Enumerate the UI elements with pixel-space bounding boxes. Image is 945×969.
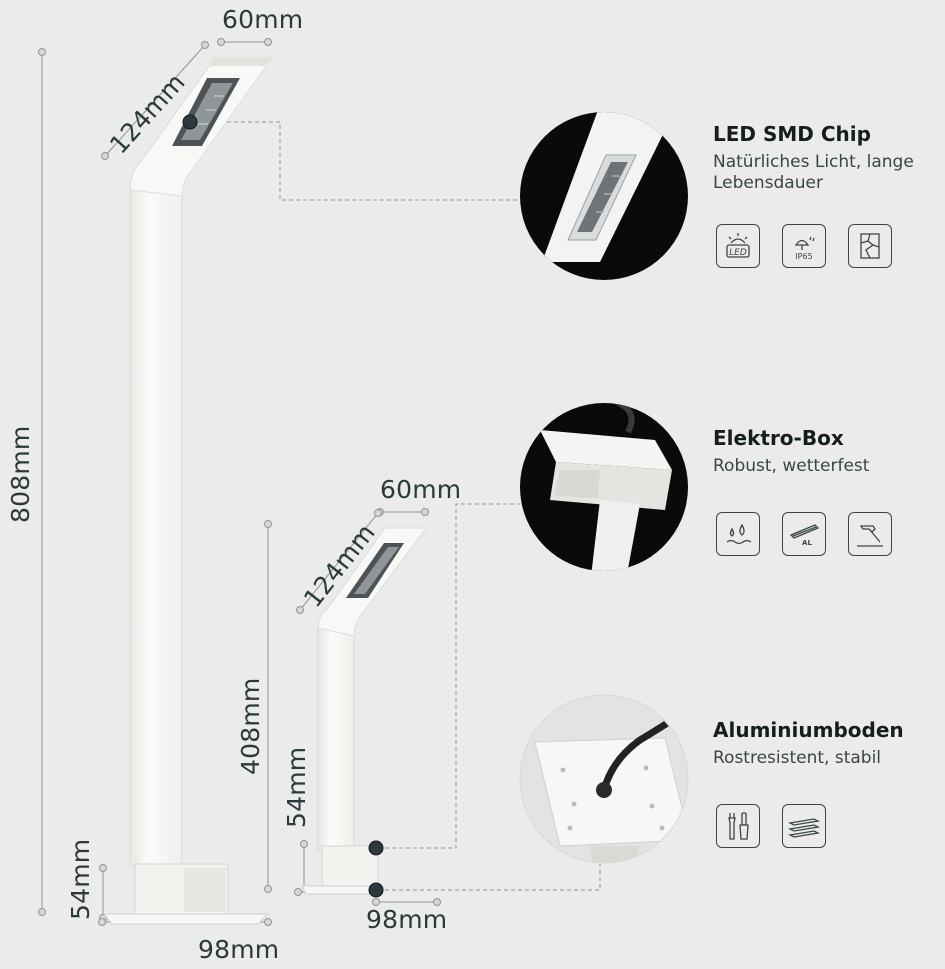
hammer-icon (848, 512, 892, 556)
short-base-width-label: 98mm (366, 905, 448, 934)
feature-led: LED SMD Chip Natürliches Licht, lange Le… (713, 122, 914, 194)
tall-lamp (102, 57, 273, 925)
feature-subtitle: Rostresistent, stabil (713, 748, 882, 768)
aluminium-base-detail-image (520, 695, 688, 863)
dimension-lines (41, 41, 437, 923)
tall-top-width-label: 60mm (222, 5, 304, 34)
feature-elektro-box: Elektro-Box Robust, wetterfest (713, 426, 869, 477)
aluminium-profile-icon: AL (782, 512, 826, 556)
short-height-label: 408mm (236, 677, 265, 775)
feature-subtitle: Natürliches Licht, lange Lebensdauer (713, 152, 914, 193)
tall-base-width-label: 98mm (198, 935, 280, 964)
elektro-box-detail-image (520, 403, 688, 571)
short-top-width-label: 60mm (380, 475, 462, 504)
led-icon: LED (716, 224, 760, 268)
feature-elektro-box-icons: AL (716, 512, 892, 556)
feature-title: Elektro-Box (713, 426, 844, 450)
ip65-rating-icon: IP65 (782, 224, 826, 268)
feature-title: Aluminiumboden (713, 718, 904, 742)
water-drops-icon (716, 512, 760, 556)
tall-base-height-label: 54mm (66, 838, 95, 920)
feature-aluminium-base-icons (716, 804, 826, 848)
short-lamp (301, 527, 427, 898)
aluminium-bars-icon (782, 804, 826, 848)
shatterproof-glass-icon (848, 224, 892, 268)
svg-text:IP65: IP65 (795, 252, 812, 261)
dimension-endpoints (38, 38, 441, 926)
feature-subtitle: Robust, wetterfest (713, 456, 870, 476)
tools-icon (716, 804, 760, 848)
short-base-height-label: 54mm (282, 746, 311, 828)
feature-aluminium-base: Aluminiumboden Rostresistent, stabil (713, 718, 904, 769)
svg-text:AL: AL (802, 539, 812, 547)
feature-title: LED SMD Chip (713, 122, 871, 146)
tall-height-label: 808mm (6, 425, 35, 523)
led-detail-image (520, 112, 688, 280)
connector-lines (192, 121, 601, 891)
svg-text:LED: LED (729, 248, 747, 258)
feature-led-icons: LED IP65 (716, 224, 892, 268)
